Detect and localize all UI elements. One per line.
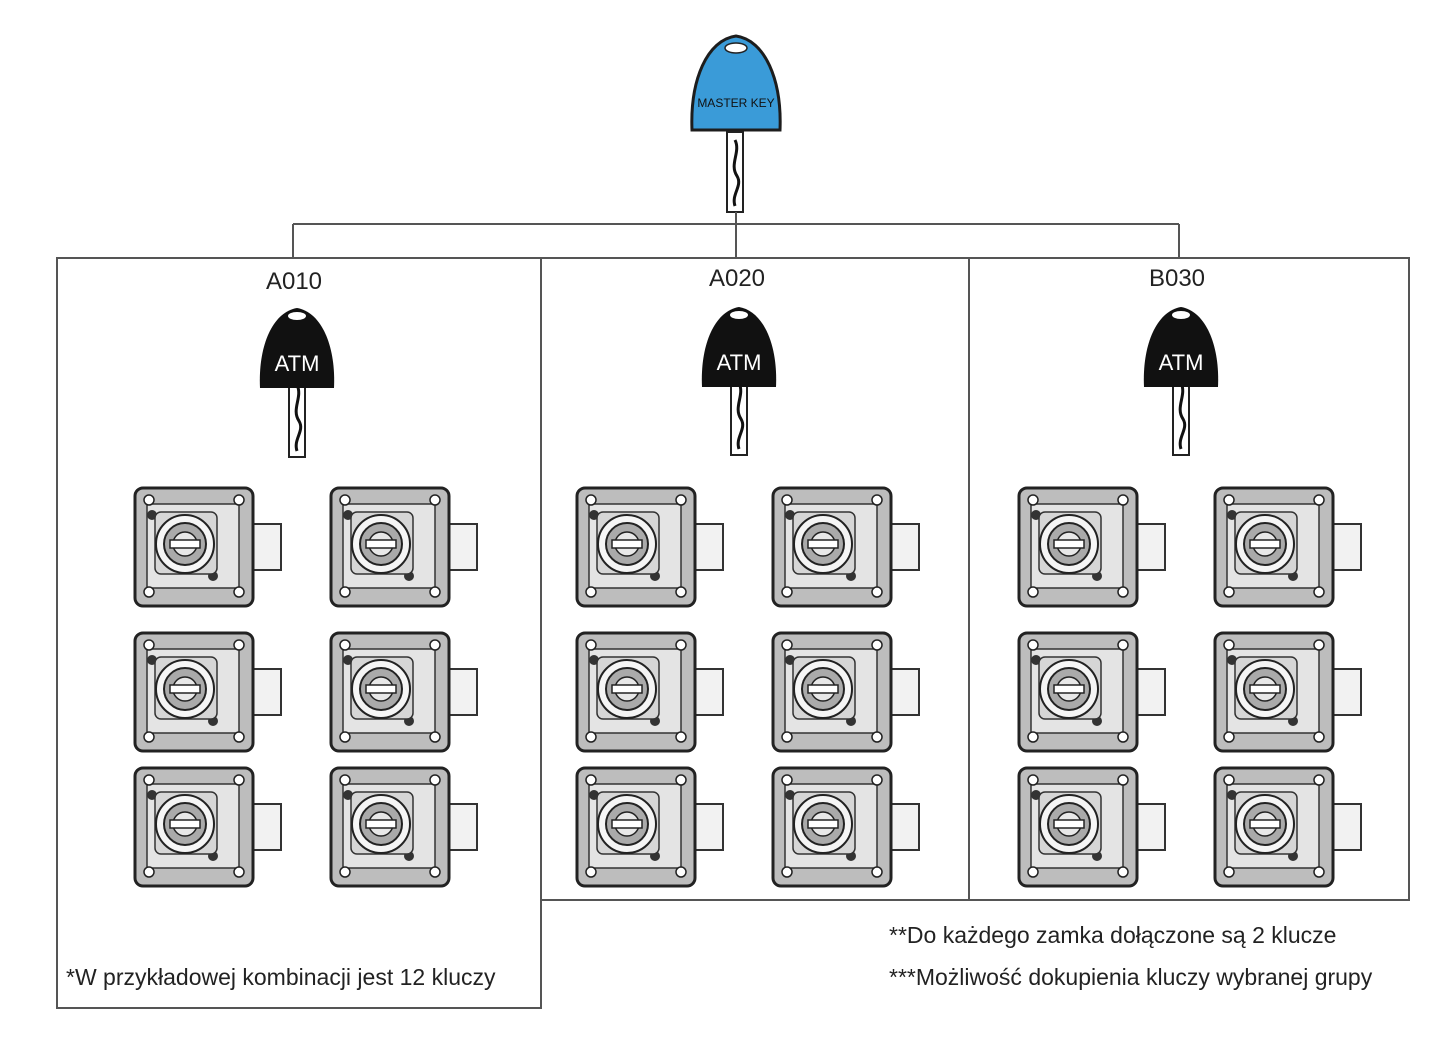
- group-name: A020: [709, 265, 765, 292]
- group-key-label: ATM: [717, 350, 762, 375]
- note-total-keys: *W przykładowej kombinacji jest 12 klucz…: [66, 964, 496, 990]
- note-keys-per-lock: **Do każdego zamka dołączone są 2 klucze: [889, 922, 1336, 948]
- lock-icon: [575, 766, 725, 888]
- lock-icon: [1213, 631, 1363, 753]
- lock-icon: [575, 631, 725, 753]
- atm-key-icon: ATM: [1143, 307, 1219, 457]
- lock-icon: [1213, 766, 1363, 888]
- group-b030: B030 ATM: [1017, 265, 1363, 888]
- lock-icon: [133, 486, 283, 608]
- note-extra-keys: ***Możliwość dokupienia kluczy wybranej …: [889, 964, 1373, 990]
- group-name: B030: [1149, 265, 1205, 292]
- atm-key-icon: ATM: [701, 307, 777, 457]
- group-box-b030: [968, 257, 1410, 901]
- lock-icon: [133, 766, 283, 888]
- lock-icon: [1017, 631, 1167, 753]
- master-key-icon: MASTER KEY: [690, 34, 782, 214]
- lock-icon: [1017, 766, 1167, 888]
- lock-icon: [1017, 486, 1167, 608]
- group-a010: A010 ATM: [133, 268, 479, 888]
- lock-icon: [771, 631, 921, 753]
- lock-icon: [329, 766, 479, 888]
- group-name: A010: [266, 268, 322, 295]
- lock-icon: [771, 486, 921, 608]
- lock-icon: [575, 486, 725, 608]
- lock-icon: [329, 631, 479, 753]
- master-key-label: MASTER KEY: [697, 96, 774, 110]
- atm-key-icon: ATM: [259, 308, 335, 459]
- lock-icon: [1213, 486, 1363, 608]
- lock-icon: [329, 486, 479, 608]
- lock-icon: [771, 766, 921, 888]
- group-key-label: ATM: [1159, 350, 1204, 375]
- tree-connectors: [292, 212, 1180, 258]
- lock-icon: [133, 631, 283, 753]
- group-key-label: ATM: [275, 351, 320, 376]
- group-a020: A020 ATM: [575, 265, 921, 888]
